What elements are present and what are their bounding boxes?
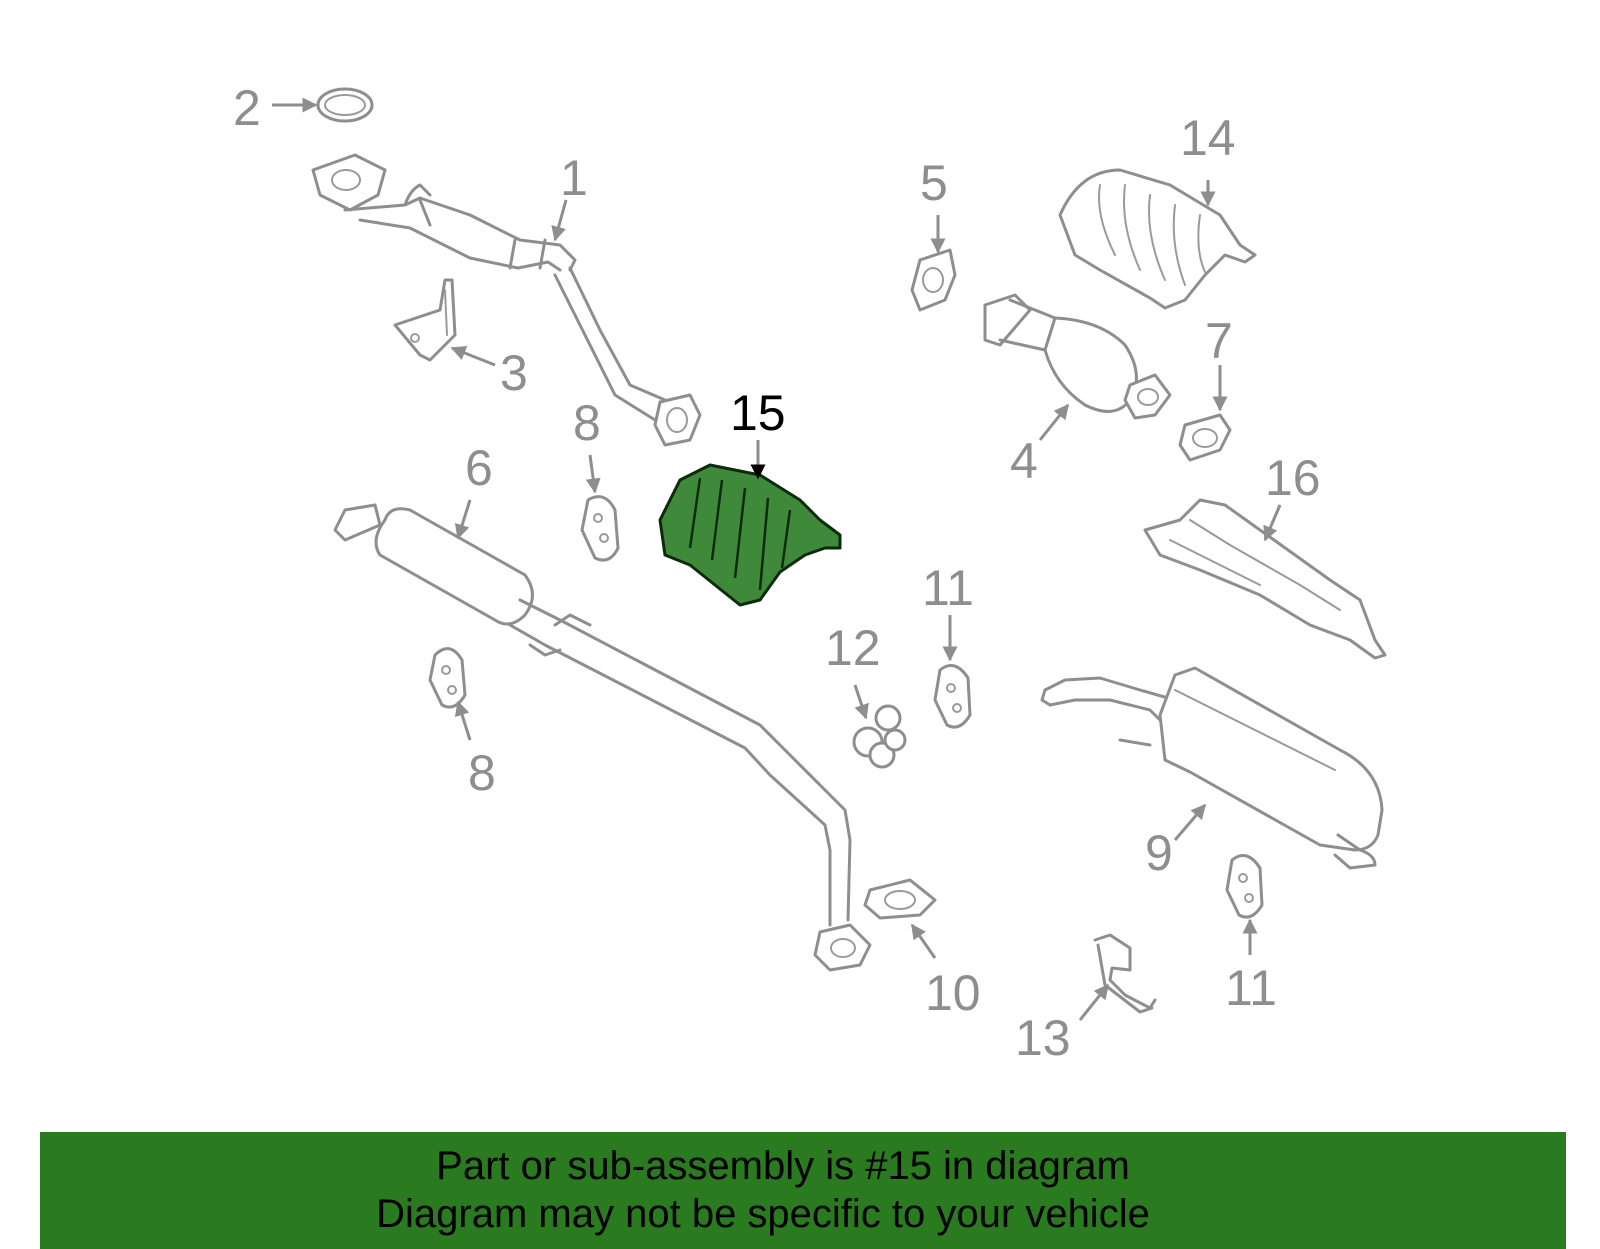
callout-11-middle[interactable]: 11 bbox=[922, 560, 974, 616]
callout-13[interactable]: 13 bbox=[1015, 1010, 1071, 1066]
part-14-heat-shield[interactable] bbox=[1058, 168, 1257, 310]
part-13-bracket[interactable] bbox=[1093, 933, 1157, 1014]
part-9-muffler[interactable] bbox=[1040, 666, 1384, 870]
banner-part-note: Part or sub-assembly is #15 in diagram bbox=[436, 1144, 1130, 1188]
part-4-catalytic-converter[interactable] bbox=[983, 293, 1172, 420]
callout-labels: 2 1 3 5 14 7 4 16 8 6 15 11 12 8 9 10 11… bbox=[233, 80, 1321, 1066]
callout-3[interactable]: 3 bbox=[500, 345, 528, 401]
part-2-gasket[interactable] bbox=[316, 87, 374, 123]
part-11-hanger-bottom[interactable] bbox=[1225, 854, 1264, 919]
part-10-gasket[interactable] bbox=[863, 878, 937, 920]
callout-8-top[interactable]: 8 bbox=[573, 395, 601, 451]
callout-11-bottom[interactable]: 11 bbox=[1225, 960, 1277, 1016]
part-8-hanger-top[interactable] bbox=[580, 495, 620, 562]
part-12-bushing[interactable] bbox=[852, 704, 907, 769]
callout-7[interactable]: 7 bbox=[1205, 313, 1233, 369]
callout-6[interactable]: 6 bbox=[465, 440, 493, 496]
part-15-heat-shield-highlighted[interactable] bbox=[658, 463, 842, 607]
callout-12[interactable]: 12 bbox=[825, 620, 881, 676]
part-16-heat-shield[interactable] bbox=[1143, 498, 1387, 660]
callout-4[interactable]: 4 bbox=[1010, 433, 1038, 489]
part-6-center-pipe-resonator[interactable] bbox=[333, 503, 872, 972]
part-11-hanger-middle[interactable] bbox=[933, 664, 972, 729]
part-5-gasket[interactable] bbox=[910, 248, 957, 312]
part-7-gasket[interactable] bbox=[1178, 413, 1232, 462]
part-8-hanger-bottom[interactable] bbox=[428, 647, 467, 709]
callout-9[interactable]: 9 bbox=[1145, 825, 1173, 881]
callout-8-bottom[interactable]: 8 bbox=[468, 745, 496, 801]
callout-5[interactable]: 5 bbox=[920, 155, 948, 211]
part-3-bracket[interactable] bbox=[393, 278, 457, 362]
callout-10[interactable]: 10 bbox=[925, 965, 981, 1021]
part-1-front-pipe[interactable] bbox=[311, 153, 702, 447]
callout-2[interactable]: 2 bbox=[233, 80, 261, 136]
callout-14[interactable]: 14 bbox=[1180, 110, 1236, 166]
info-banner: Part or sub-assembly is #15 in diagram D… bbox=[40, 1132, 1566, 1249]
callout-15[interactable]: 15 bbox=[730, 385, 786, 441]
banner-disclaimer: Diagram may not be specific to your vehi… bbox=[376, 1192, 1150, 1236]
callout-16[interactable]: 16 bbox=[1265, 450, 1321, 506]
leader-arrows bbox=[272, 97, 1282, 1021]
callout-1[interactable]: 1 bbox=[560, 150, 588, 206]
